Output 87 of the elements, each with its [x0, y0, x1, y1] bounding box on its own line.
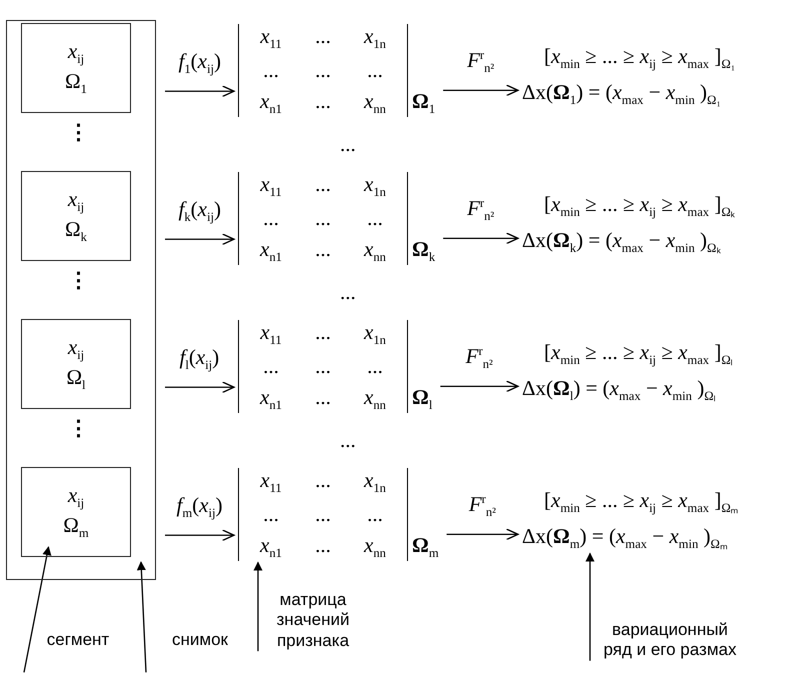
ellipsis: ... [314, 354, 332, 380]
caption-label: вариационный ряд и его размах [600, 620, 740, 661]
matrix-entry: x$_{1n}$ [362, 172, 387, 200]
segment-box [21, 319, 131, 409]
edge-label: f$_{1}$(x$_{ij}$) [178, 49, 221, 78]
caption-label: матрица значений признака [268, 590, 358, 652]
formula: x$_{ij}$ [68, 186, 84, 216]
matrix-entry: x$_{nn}$ [362, 89, 387, 118]
formula: [x$_{min}$ ≥ ... ≥ x$_{ij}$ ≥ x$_{max}$ ]$_{Ωₗ}$ [544, 340, 733, 368]
matrix-entry: x$_{11}$ [259, 24, 283, 52]
frame-box [6, 20, 156, 580]
matrix-entry: x$_{nn}$ [362, 385, 387, 414]
ellipsis: ... [340, 428, 356, 453]
ellipsis: ... [366, 354, 384, 380]
edge-label: f$_{k}$(x$_{ij}$) [178, 197, 221, 226]
ellipsis: ... [314, 89, 332, 116]
formula: [x$_{min}$ ≥ ... ≥ x$_{ij}$ ≥ x$_{max}$ ]$_{Ωₖ}$ [544, 192, 735, 220]
matrix-entry: x$_{11}$ [259, 320, 283, 348]
formula: Ω$_{k}$ [65, 216, 87, 246]
edge-label: f$_{l}$(x$_{ij}$) [180, 345, 220, 374]
segment-box [21, 23, 131, 113]
vertical-ellipsis: ⋮ [68, 416, 89, 441]
arrow [165, 529, 235, 542]
arrow [165, 85, 235, 98]
ellipsis: ... [262, 354, 280, 380]
matrix-entry: x$_{11}$ [259, 172, 283, 200]
leader-line [253, 561, 263, 652]
ellipsis: ... [314, 172, 332, 198]
formula: Ω$_{1}$ [65, 68, 87, 98]
arrow [443, 84, 519, 96]
ellipsis: ... [340, 132, 356, 157]
ellipsis: ... [314, 502, 332, 528]
matrix-entry: x$_{nn}$ [362, 533, 387, 562]
formula: [x$_{min}$ ≥ ... ≥ x$_{ij}$ ≥ x$_{max}$ ]$_{Ωₘ}$ [544, 488, 739, 516]
matrix-entry: x$_{1n}$ [362, 24, 387, 52]
vertical-ellipsis: ⋮ [68, 268, 89, 293]
arrow [440, 380, 519, 392]
formula: Ω$_{l}$ [66, 364, 86, 394]
subscript-label: Ω$_{k}$ [412, 237, 436, 266]
matrix-entry: x$_{nn}$ [362, 237, 387, 266]
leader-line [136, 561, 147, 672]
formula: Δx(Ω$_{m}$) = (x$_{max}$ − x$_{min}$ )$_{Ωₘ}$ [522, 524, 729, 552]
ellipsis: ... [314, 237, 332, 264]
matrix-entry: x$_{1n}$ [362, 320, 387, 348]
ellipsis: ... [262, 206, 280, 232]
ellipsis: ... [314, 24, 332, 50]
ellipsis: ... [314, 58, 332, 84]
caption-label: сегмент [38, 630, 118, 650]
ellipsis: ... [262, 502, 280, 528]
matrix-entry: x$_{n1}$ [258, 385, 283, 414]
formula: Ω$_{m}$ [63, 512, 89, 542]
arrow [443, 232, 519, 244]
caption-label: снимок [160, 630, 240, 650]
formula: x$_{ij}$ [68, 482, 84, 512]
segment-box [21, 171, 131, 261]
ellipsis: ... [366, 206, 384, 232]
ellipsis: ... [314, 320, 332, 346]
formula: Δx(Ω$_{1}$) = (x$_{max}$ − x$_{min}$ )$_{Ω₁}$ [522, 80, 722, 108]
vertical-ellipsis: ⋮ [68, 120, 89, 145]
arrow [446, 528, 519, 540]
leader-line [585, 552, 595, 661]
matrix-entry: x$_{1n}$ [362, 468, 387, 496]
formula: x$_{ij}$ [68, 334, 84, 364]
arrow [165, 233, 235, 246]
ellipsis: ... [314, 468, 332, 494]
subscript-label: Ω$_{1}$ [412, 89, 436, 118]
formula: [x$_{min}$ ≥ ... ≥ x$_{ij}$ ≥ x$_{max}$ ]$_{Ω₁}$ [544, 44, 736, 72]
formula: Δx(Ω$_{l}$) = (x$_{max}$ − x$_{min}$ )$_{Ωₗ}$ [522, 376, 717, 404]
edge-label: f$_{m}$(x$_{ij}$) [176, 493, 222, 522]
formula: x$_{ij}$ [68, 38, 84, 68]
formula: Δx(Ω$_{k}$) = (x$_{max}$ − x$_{min}$ )$_{Ωₖ}$ [522, 228, 722, 256]
subscript-label: Ω$_{l}$ [412, 385, 432, 414]
ellipsis: ... [314, 385, 332, 412]
ellipsis: ... [262, 58, 280, 84]
matrix-entry: x$_{n1}$ [258, 237, 283, 266]
ellipsis: ... [340, 280, 356, 305]
ellipsis: ... [366, 58, 384, 84]
subscript-label: Ω$_{m}$ [412, 533, 439, 562]
ellipsis: ... [314, 533, 332, 560]
ellipsis: ... [314, 206, 332, 232]
leader-line [23, 546, 52, 673]
segment-box [21, 467, 131, 557]
arrow [165, 381, 235, 394]
ellipsis: ... [366, 502, 384, 528]
matrix-entry: x$_{11}$ [259, 468, 283, 496]
matrix-entry: x$_{n1}$ [258, 89, 283, 118]
matrix-entry: x$_{n1}$ [258, 533, 283, 562]
